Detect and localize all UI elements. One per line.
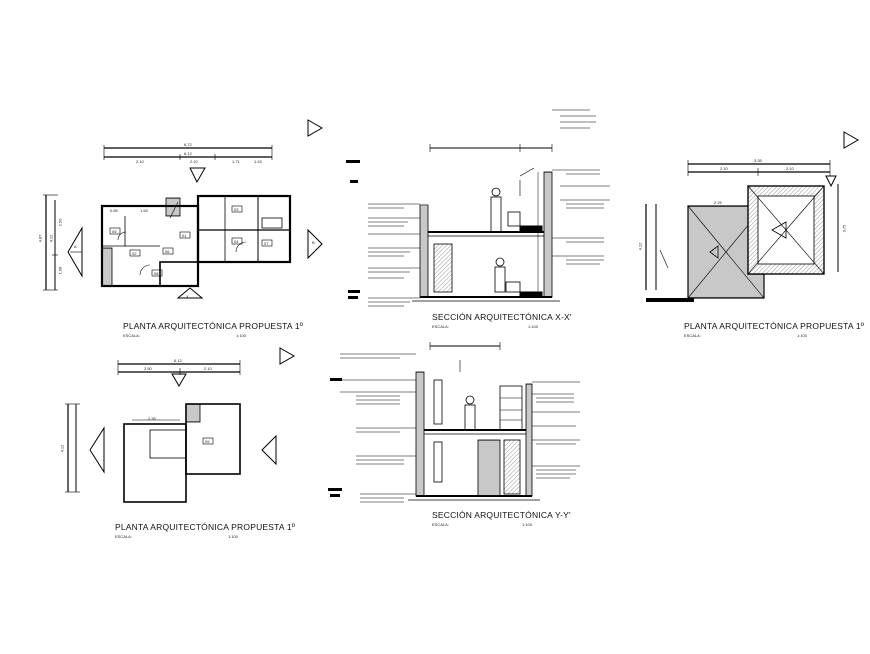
section-x <box>346 109 610 307</box>
plan-2-title: PLANTA ARQUITECTÓNICA PROPUESTA 1º <box>115 522 296 532</box>
plan-1-dim-inner: 1.53 <box>140 208 148 213</box>
plan-1-title: PLANTA ARQUITECTÓNICA PROPUESTA 1º <box>123 321 304 331</box>
plan-1-scale-label: ESCALA: <box>123 333 140 338</box>
room-tag: 03 <box>234 207 239 212</box>
room-tag: 08 <box>154 271 159 276</box>
plan-1-dim-overall: 6.12 <box>184 151 192 156</box>
plan-2-dim-left: 2.50 <box>144 366 152 371</box>
plan-1-dim-h2: 2.50 <box>57 218 63 227</box>
plan-3-scale-label: ESCALA: <box>684 333 701 338</box>
plan-1-dim-sub-height: 4.12 <box>48 234 54 243</box>
plan-1 <box>43 119 324 299</box>
room-tag: 02 <box>132 251 137 256</box>
plan-3-title: PLANTA ARQUITECTÓNICA PROPUESTA 1º <box>684 321 865 331</box>
section-y-scale-label: ESCALA: <box>432 522 449 527</box>
section-mark-arrow: X <box>186 294 189 299</box>
section-y <box>328 342 580 503</box>
plan-2-scale: 1:100 <box>228 534 239 539</box>
plan-1-dim-stub: 0.65 <box>110 208 118 213</box>
plan-3-dim-side: 3.75 <box>841 224 847 233</box>
plan-3-scale: 1:100 <box>797 333 808 338</box>
plan-1-dim-mid: 2.10 <box>190 159 198 164</box>
section-x-scale-label: ESCALA: <box>432 324 449 329</box>
plan-3-dim-inner: 2.25 <box>714 200 722 205</box>
plan-1-dim-total: 6.72 <box>184 142 192 147</box>
room-tag: 09 <box>205 439 210 444</box>
plan-3-dim-left: 2.10 <box>720 166 728 171</box>
room-tag: 05 <box>112 229 117 234</box>
section-x-scale: 1:100 <box>528 324 539 329</box>
plan-2 <box>65 347 296 503</box>
plan-3-dim-height: 4.12 <box>637 242 643 251</box>
section-x-title: SECCIÓN ARQUITECTÓNICA X-X' <box>432 312 572 322</box>
plan-1-dim-left: 2.10 <box>136 159 144 164</box>
plan-3 <box>645 131 860 302</box>
room-tag: 06 <box>165 249 170 254</box>
plan-2-dim-inner: 2.35 <box>148 416 156 421</box>
plan-1-dim-far-right: 1.43 <box>254 159 262 164</box>
plan-2-dim-height: 4.12 <box>59 444 65 453</box>
plan-1-dim-right: 1.71 <box>232 159 240 164</box>
plan-2-dim-overall: 6.12 <box>174 358 182 363</box>
plan-3-dim-right: 2.10 <box>786 166 794 171</box>
section-mark-b: B <box>312 240 315 245</box>
room-tag: 07 <box>264 241 269 246</box>
plan-1-dim-height: 4.87 <box>37 234 43 243</box>
section-y-title: SECCIÓN ARQUITECTÓNICA Y-Y' <box>432 510 571 520</box>
room-tag: 04 <box>234 239 239 244</box>
plan-2-scale-label: ESCALA: <box>115 534 132 539</box>
plan-1-scale: 1:100 <box>236 333 247 338</box>
section-y-scale: 1:100 <box>522 522 533 527</box>
room-tag: 01 <box>182 233 187 238</box>
plan-3-dim-overall: 3.35 <box>754 158 762 163</box>
plan-2-dim-right: 2.10 <box>204 366 212 371</box>
plan-1-dim-h1: 1.68 <box>57 266 63 275</box>
section-mark-a: A <box>74 244 77 249</box>
